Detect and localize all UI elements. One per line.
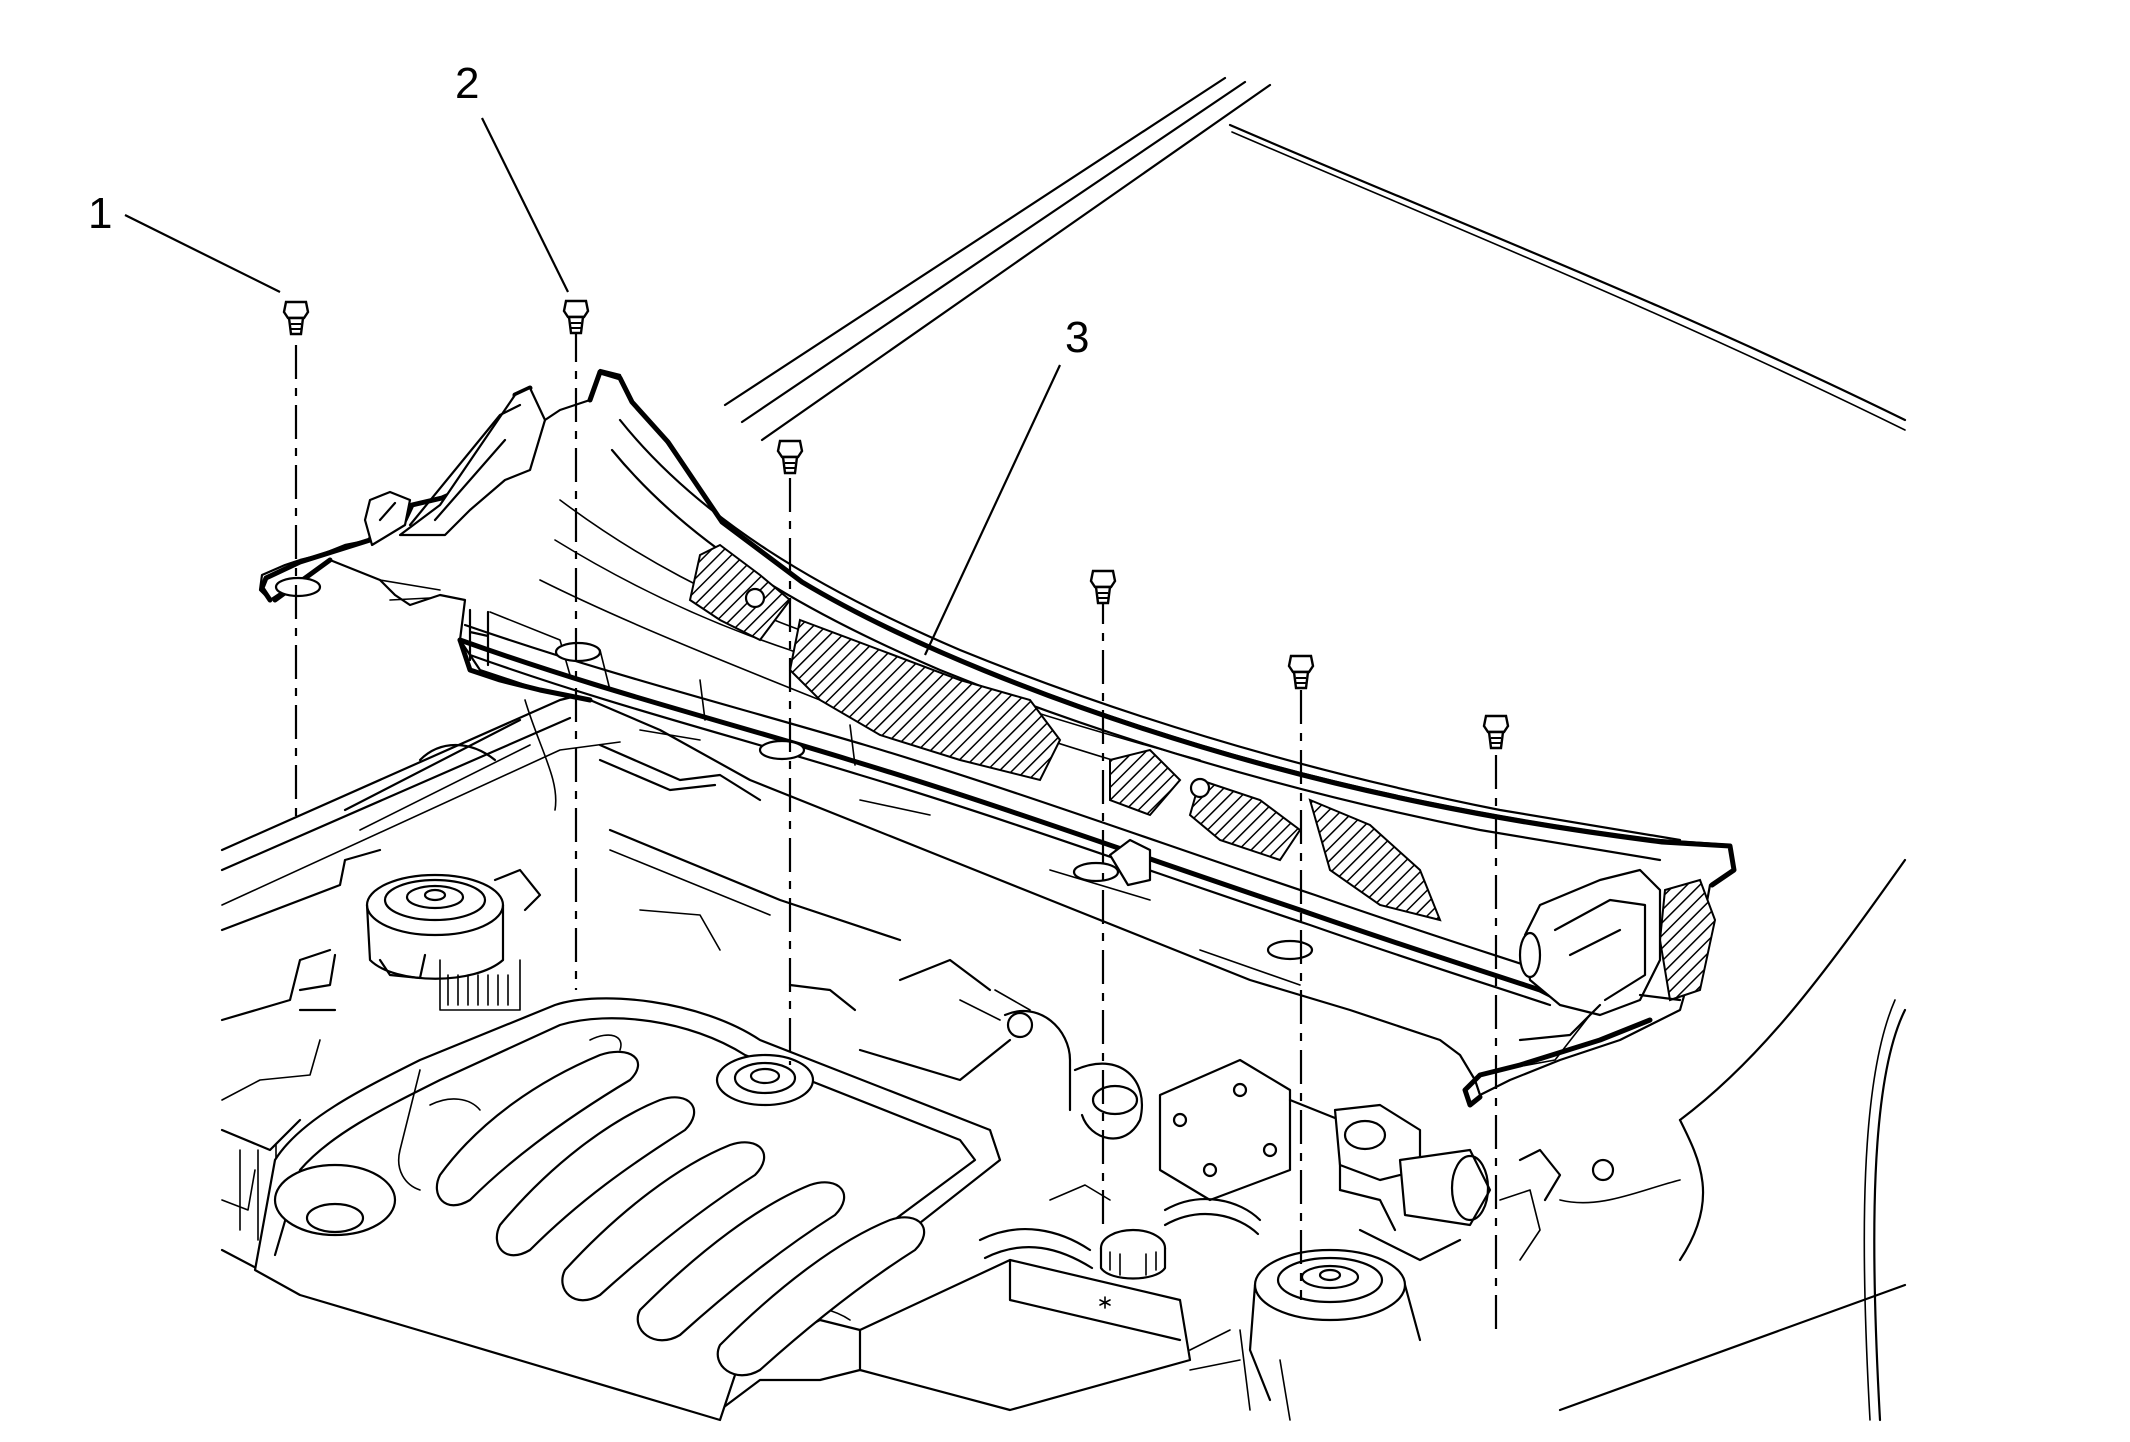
alignment-lines [294,328,1498,1330]
hood-outline [723,76,1907,1422]
callout-2-label: 2 [455,59,479,108]
callout-3-label: 3 [1065,313,1089,362]
engine-bay-left [220,688,621,1272]
callout-1-label: 1 [88,189,112,238]
engine-cover [253,997,1002,1422]
cowl-panel [258,368,1737,1108]
engine-bay-center [598,743,1681,1421]
callout-leaders [124,117,1061,656]
